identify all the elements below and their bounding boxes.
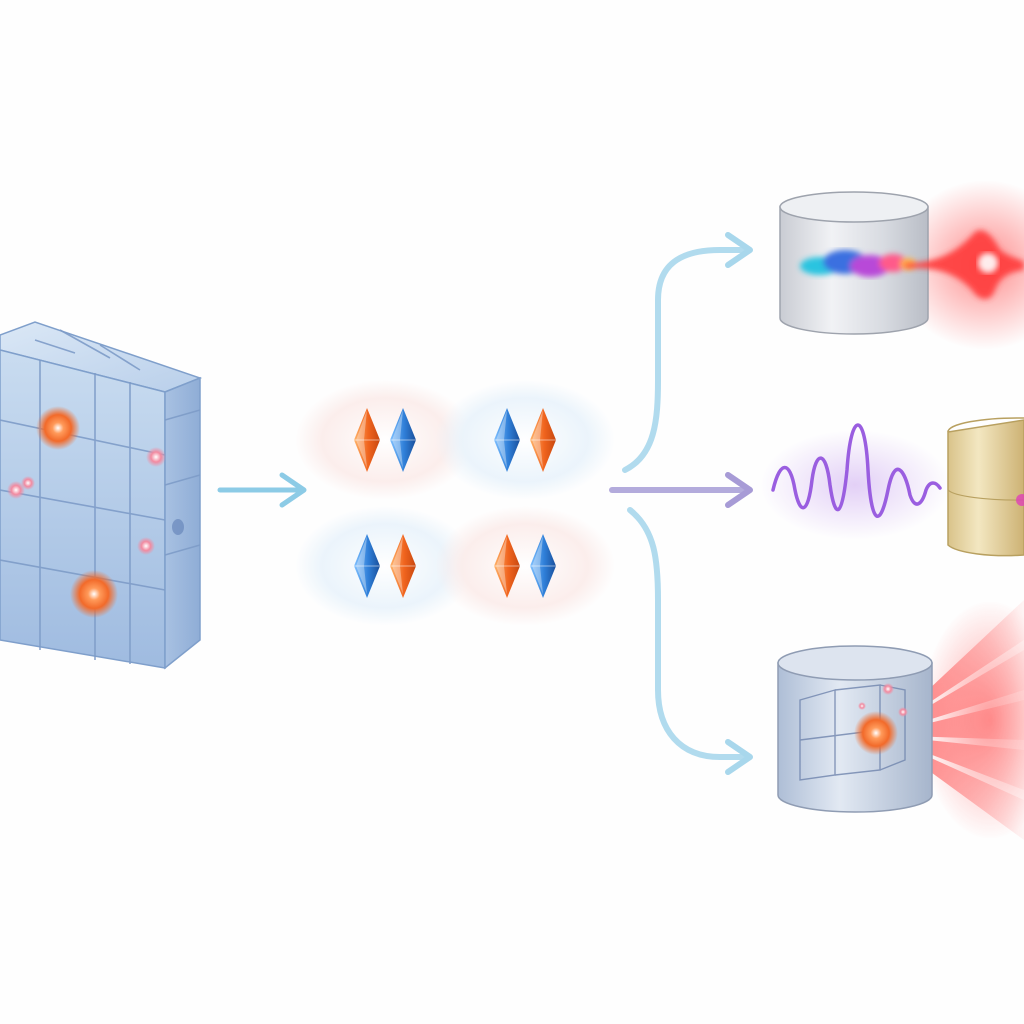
- branch-arrows: [609, 232, 753, 775]
- blue-spin-icon: [354, 534, 380, 598]
- blue-spin-icon: [494, 408, 520, 472]
- defect-icon: [7, 481, 25, 499]
- crystal-lattice-cube-icon: [0, 321, 203, 670]
- orange-spin-icon: [494, 534, 520, 598]
- orange-spin-icon: [354, 408, 380, 472]
- blue-spin-icon: [390, 408, 416, 472]
- spin-pairs-icon: [295, 380, 615, 626]
- blue-spin-icon: [530, 534, 556, 598]
- defect-icon: [36, 406, 80, 450]
- arrow-source-to-center: [217, 472, 307, 508]
- defect-icon: [146, 447, 166, 467]
- cylinder-with-laser-emission-icon: [777, 600, 1024, 840]
- defect-icon: [21, 476, 35, 490]
- defect-icon: [137, 537, 155, 555]
- defect-icon: [70, 570, 118, 618]
- wave-signal-and-gold-cylinder-icon: [760, 417, 1024, 557]
- orange-spin-icon: [390, 534, 416, 598]
- cylinder-with-particle-beam-icon: [779, 180, 1024, 350]
- orange-spin-icon: [530, 408, 556, 472]
